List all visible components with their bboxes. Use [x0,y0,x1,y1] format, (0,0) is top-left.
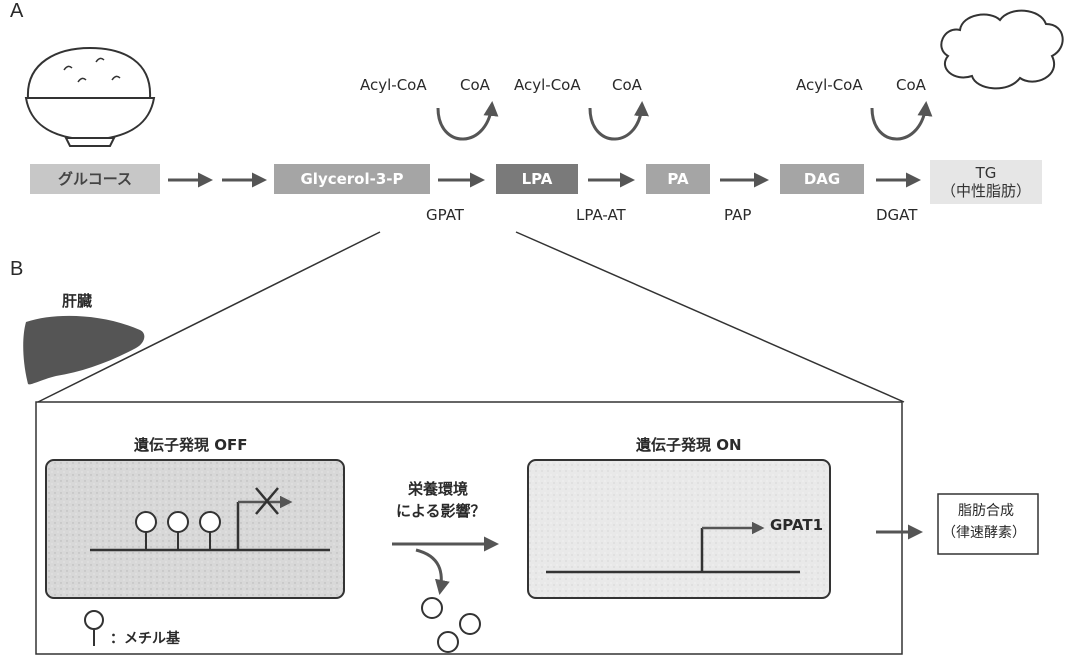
panel-a-letter: A [10,0,23,23]
gene-off-title: 遺伝子発現 OFF [134,434,247,455]
demethylation-arrows [392,544,496,592]
cofactor-curve-arrows [438,104,926,139]
legend-label: ：メチル基 [110,628,180,648]
cofactor-coa-3: CoA [896,76,926,94]
cofactor-acyl-coa-1: Acyl-CoA [360,76,427,94]
released-methyl-icons [422,598,480,652]
enzyme-pap: PAP [724,206,751,224]
gene-off-panel [46,460,344,598]
cofactor-acyl-coa-3: Acyl-CoA [796,76,863,94]
gene-on-title: 遺伝子発現 ON [636,434,742,455]
result-label-line1: 脂肪合成 [958,500,1014,520]
enzyme-lpa-at: LPA-AT [576,206,626,224]
zoom-lines [38,232,904,402]
cofactor-coa-2: CoA [612,76,642,94]
nutrition-label-line2: による影響？ [396,500,486,521]
cofactor-acyl-coa-2: Acyl-CoA [514,76,581,94]
liver-icon [23,316,144,385]
node-lpa: LPA [496,164,578,194]
tg-label: TG [976,164,997,182]
result-label-line2: （律速酵素） [942,522,1026,542]
liver-label: 肝臓 [62,290,92,311]
node-glucose: グルコース [30,164,160,194]
legend-methyl-icon [85,611,103,646]
node-tg: TG （中性脂肪） [930,160,1042,204]
node-pa: PA [646,164,710,194]
panel-b-letter: B [10,258,23,281]
rice-bowl-icon [26,48,154,146]
cofactor-coa-1: CoA [460,76,490,94]
enzyme-dgat: DGAT [876,206,917,224]
fat-cloud-icon [941,11,1062,89]
enzyme-gpat: GPAT [426,206,464,224]
node-dag: DAG [780,164,864,194]
nutrition-label-line1: 栄養環境 [408,478,468,499]
node-glycerol-3-p: Glycerol-3-P [274,164,430,194]
tg-sublabel: （中性脂肪） [941,182,1031,200]
gene-gpat1-label: GPAT1 [770,516,823,534]
